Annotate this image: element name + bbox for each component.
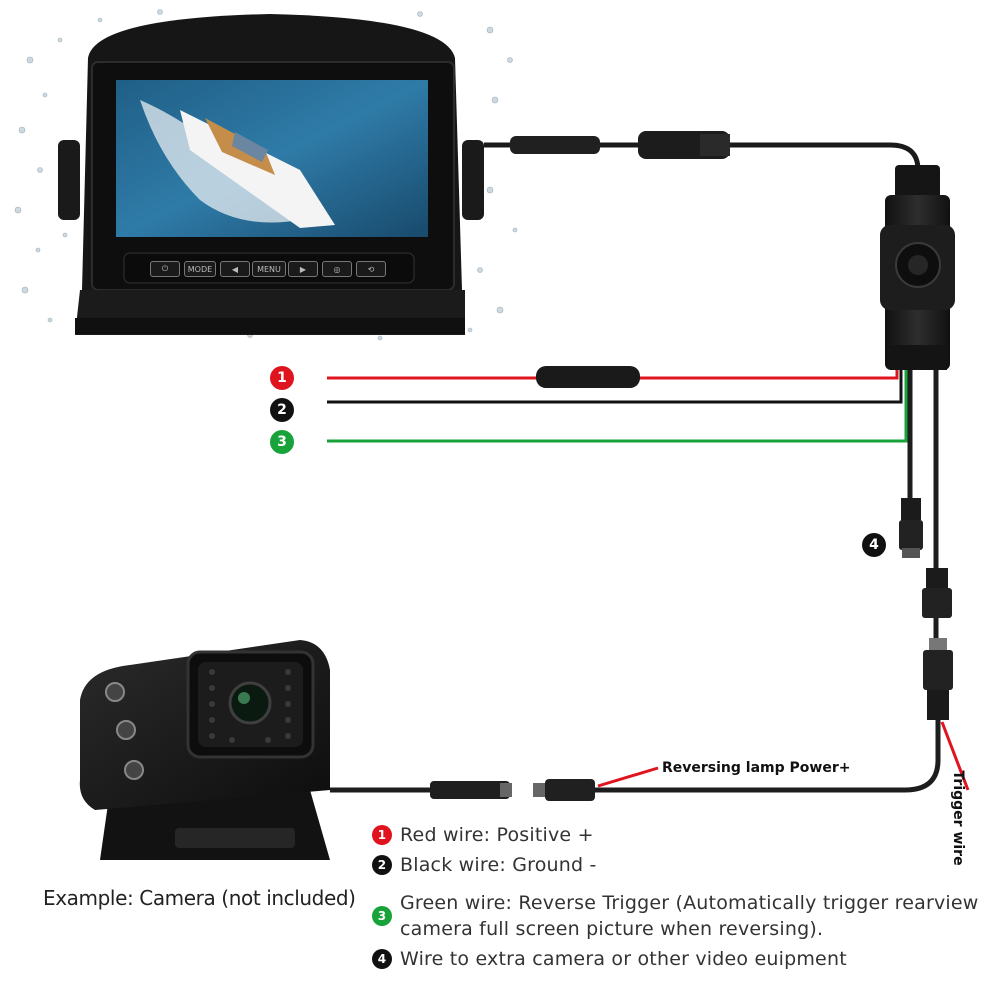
- power-wires: [327, 370, 908, 443]
- camera-switch-icon[interactable]: ◎: [322, 261, 352, 277]
- badge-extra-video: 4: [862, 533, 886, 557]
- mode-button[interactable]: MODE: [184, 261, 216, 277]
- legend-badge-2: 2: [372, 855, 392, 875]
- water-droplets: [14, 9, 523, 341]
- reversing-lamp-label: Reversing lamp Power+: [662, 760, 851, 776]
- legend-item-green: 3 Green wire: Reverse Trigger (Automatic…: [372, 890, 982, 942]
- badge-red-wire: 1: [270, 366, 294, 390]
- rear-camera: [79, 640, 330, 860]
- menu-button[interactable]: MENU: [252, 261, 286, 277]
- badge-black-wire: 2: [270, 398, 294, 422]
- left-arrow-icon[interactable]: ◀: [220, 261, 250, 277]
- legend-badge-3: 3: [372, 906, 392, 926]
- aux-connector: [899, 498, 923, 558]
- monitor-cable-connectors: [510, 131, 730, 159]
- fuse-holder: [536, 366, 640, 388]
- legend-text-3: Green wire: Reverse Trigger (Automatical…: [400, 892, 979, 940]
- junction-cables: [330, 370, 941, 793]
- legend-badge-1: 1: [372, 825, 392, 845]
- legend-text-1: Red wire: Positive +: [400, 824, 594, 846]
- rotate-icon[interactable]: ⟲: [356, 261, 386, 277]
- legend-text-2: Black wire: Ground -: [400, 854, 597, 876]
- legend-badge-4: 4: [372, 949, 392, 969]
- camera-connector-male: [923, 638, 953, 720]
- legend-item-black: 2 Black wire: Ground -: [372, 852, 982, 878]
- inline-connectors: [430, 779, 595, 801]
- legend-item-red: 1 Red wire: Positive +: [372, 822, 982, 848]
- badge-green-wire: 3: [270, 430, 294, 454]
- camera-connector-female: [922, 568, 952, 618]
- legend-item-extra: 4 Wire to extra camera or other video eu…: [372, 946, 982, 972]
- legend-text-4: Wire to extra camera or other video euip…: [400, 948, 847, 970]
- camera-caption: Example: Camera (not included): [43, 886, 356, 910]
- monitor: [58, 14, 484, 335]
- power-icon[interactable]: ⏻: [150, 261, 180, 277]
- wire-legend: 1 Red wire: Positive + 2 Black wire: Gro…: [372, 822, 982, 972]
- right-arrow-icon[interactable]: ▶: [288, 261, 318, 277]
- callout-lines: [597, 721, 970, 791]
- junction-box: [880, 165, 955, 370]
